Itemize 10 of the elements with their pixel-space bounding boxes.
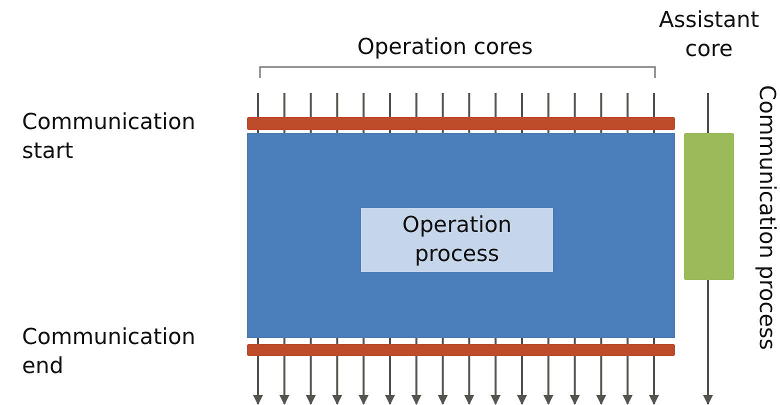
side-label: Communication end <box>22 324 196 381</box>
column-label: Communication process <box>753 85 780 350</box>
process-label-box: Operation process <box>361 208 553 272</box>
communication-bar <box>247 117 675 130</box>
group-label: Operation cores <box>356 34 534 62</box>
communication-bar <box>684 133 734 280</box>
side-label: Communication start <box>22 109 196 166</box>
communication-bar <box>247 344 675 356</box>
process-band <box>247 133 675 338</box>
column-label: Assistant core <box>658 7 760 64</box>
